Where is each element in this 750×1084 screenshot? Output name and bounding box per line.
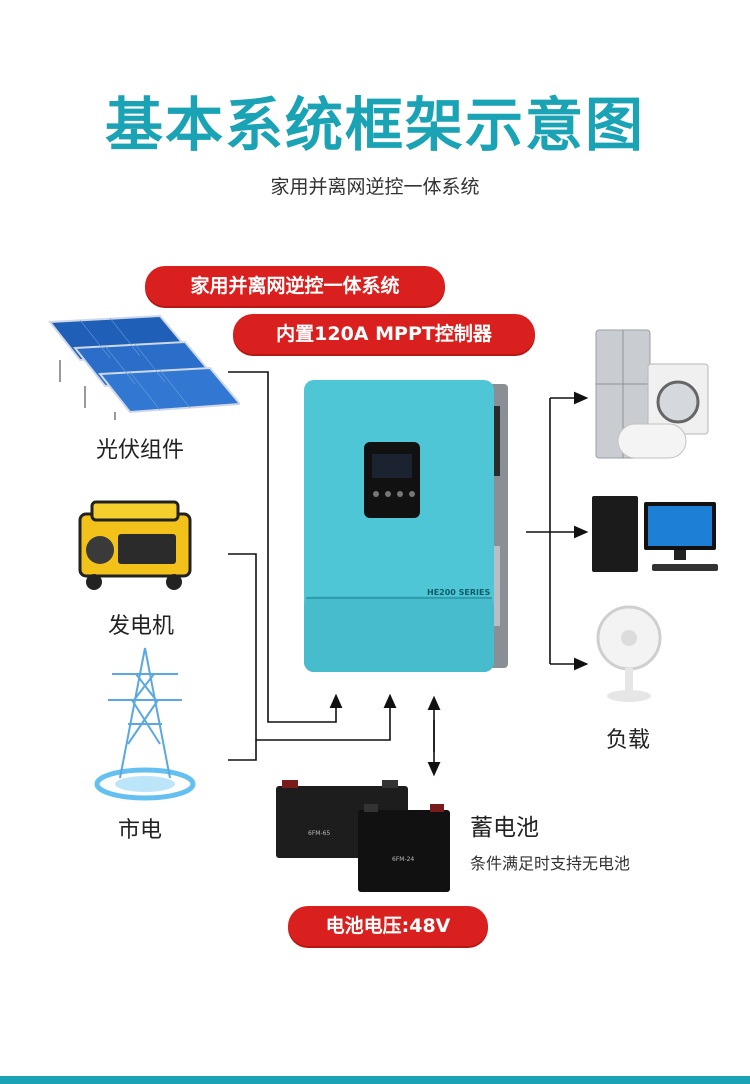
- mppt-badge: 内置120A MPPT控制器: [233, 314, 535, 354]
- power-tower-icon: [94, 647, 196, 801]
- battery-voltage-badge: 电池电压:48V: [288, 906, 488, 946]
- inverter-icon: [304, 380, 508, 672]
- battery-label: 蓄电池: [470, 815, 539, 841]
- pv-line: [228, 371, 343, 723]
- battery-model-1: 6FM-65: [308, 830, 331, 837]
- grid-label: 市电: [118, 818, 163, 843]
- fan-icon: [596, 605, 662, 702]
- computer-icon: [592, 496, 718, 572]
- bottom-bar: [0, 1076, 750, 1084]
- grid-line: [228, 740, 257, 761]
- inverter-series: HE200 SERIES: [427, 588, 491, 597]
- generator-icon: [78, 500, 192, 590]
- battery-note: 条件满足时支持无电池: [470, 854, 631, 873]
- appliances-icon: [595, 329, 709, 459]
- generator-label: 发电机: [108, 614, 175, 639]
- battery-model-2: 6FM-24: [392, 856, 415, 863]
- page-subtitle: 家用并离网逆控一体系统: [270, 176, 480, 198]
- load-label: 负载: [606, 728, 651, 753]
- page-title: 基本系统框架示意图: [104, 91, 645, 159]
- system-badge: 家用并离网逆控一体系统: [145, 266, 445, 306]
- battery-icon: [276, 780, 450, 892]
- pv-label: 光伏组件: [96, 438, 185, 463]
- solar-panel-icon: [48, 314, 240, 420]
